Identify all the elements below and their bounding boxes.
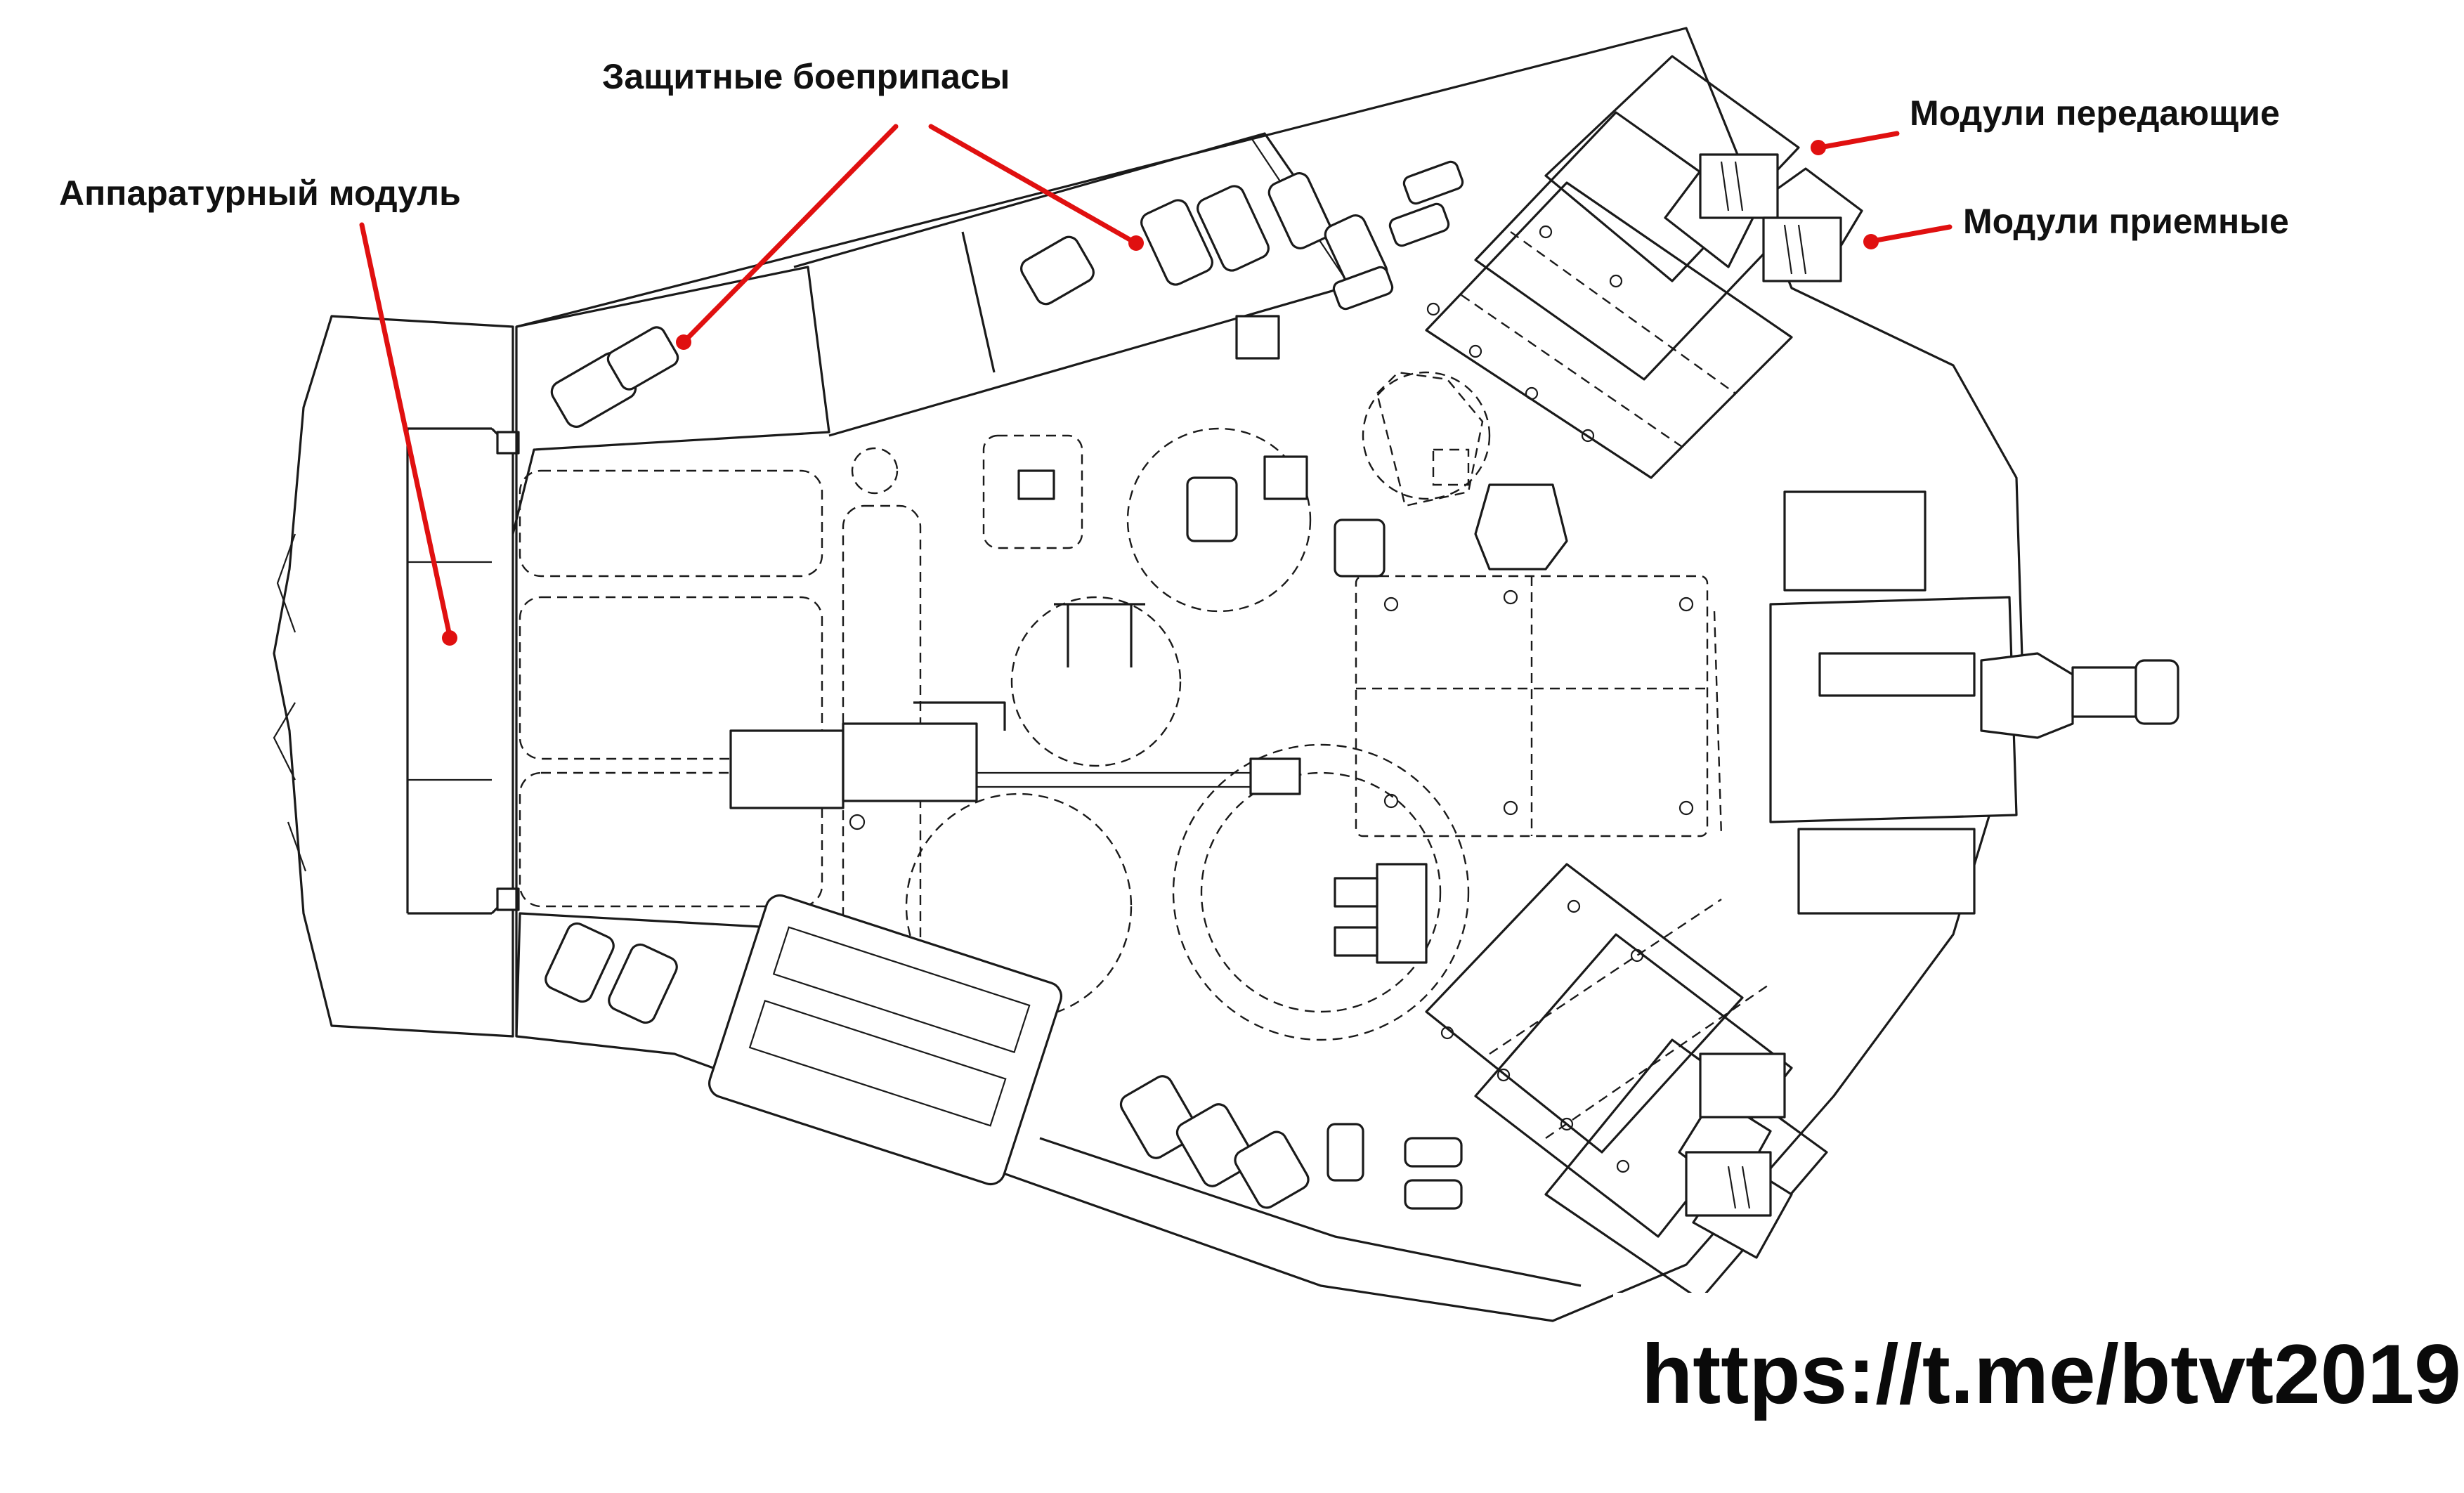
main-gun — [1769, 490, 2179, 915]
turret-hull — [511, 27, 2025, 1322]
internal-equipment — [729, 315, 1568, 964]
floor-plates — [519, 371, 2011, 1041]
watermark-box: https://t.me/btvt2019 — [1613, 1293, 2464, 1493]
callout-pointers — [359, 124, 1953, 646]
label-transmit-modules: Модули передающие — [1910, 93, 2280, 133]
label-apparatus-module: Аппаратурный модуль — [59, 174, 461, 213]
pointer-transmit-modules — [1817, 131, 1900, 150]
label-receive-modules: Модули приемные — [1963, 202, 2289, 241]
pointer-ammo-right — [928, 124, 1138, 245]
protective-ammunition-drawing — [545, 160, 1464, 1210]
apparatus-module-drawing — [273, 315, 520, 1038]
pointer-apparatus-module — [359, 222, 452, 639]
lower-side-modules — [1425, 863, 1828, 1301]
upper-side-modules — [1425, 55, 1863, 479]
watermark-url[interactable]: https://t.me/btvt2019 — [1641, 1327, 2461, 1421]
label-protective-ammo: Защитные боеприпасы — [602, 57, 1010, 96]
pointer-receive-modules — [1870, 224, 1953, 244]
pointer-ammo-left — [682, 124, 899, 344]
